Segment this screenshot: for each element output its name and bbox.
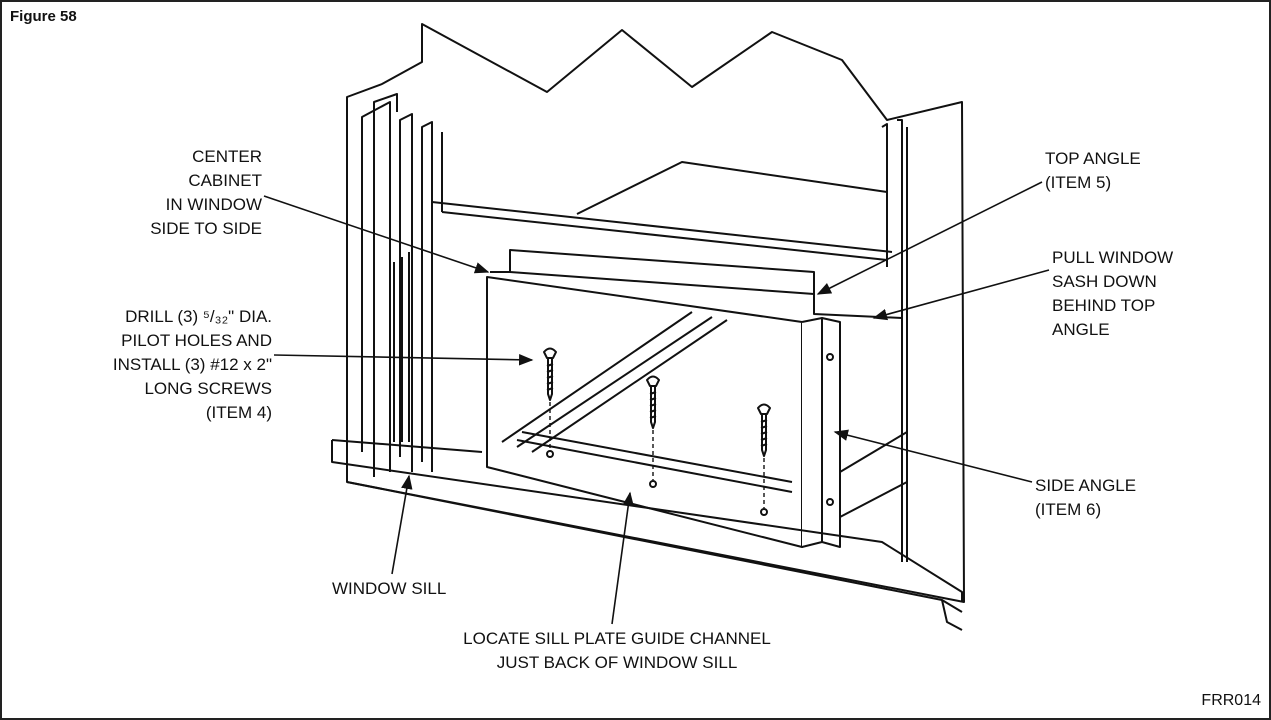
figure-code: FRR014 (1201, 692, 1261, 709)
leader-window-sill (391, 474, 413, 575)
leader-guide-channel (611, 491, 634, 625)
side-angle-bracket (801, 317, 841, 548)
figure-label: Figure 58 (10, 8, 77, 25)
screw-1 (543, 347, 557, 458)
callout-guide-channel: LOCATE SILL PLATE GUIDE CHANNEL JUST BAC… (463, 629, 771, 672)
leader-center-cabinet (263, 195, 490, 274)
upper-sash (431, 122, 893, 261)
callout-top-angle: TOP ANGLE (ITEM 5) (1045, 149, 1141, 192)
screw-2 (646, 375, 660, 488)
leader-pull-window (872, 269, 1050, 321)
window-sill-board (331, 439, 963, 613)
screw-3 (757, 403, 771, 516)
callout-side-angle: SIDE ANGLE (ITEM 6) (1035, 476, 1137, 519)
casing-inner-edge (373, 93, 908, 562)
callout-center-cabinet: CENTER CABINET IN WINDOW SIDE TO SIDE (150, 147, 262, 238)
room-back-wall (576, 161, 888, 215)
callout-window-sill: WINDOW SILL (332, 579, 447, 598)
leader-drill (273, 353, 534, 366)
leader-top-angle (816, 181, 1043, 295)
callout-pull-window-sash: PULL WINDOW SASH DOWN BEHIND TOP ANGLE (1052, 248, 1174, 339)
leader-side-angle (833, 429, 1033, 483)
callout-drill-pilot-holes: DRILL (3) ⁵/₃₂" DIA. PILOT HOLES AND INS… (112, 307, 272, 422)
left-jamb (361, 101, 433, 472)
